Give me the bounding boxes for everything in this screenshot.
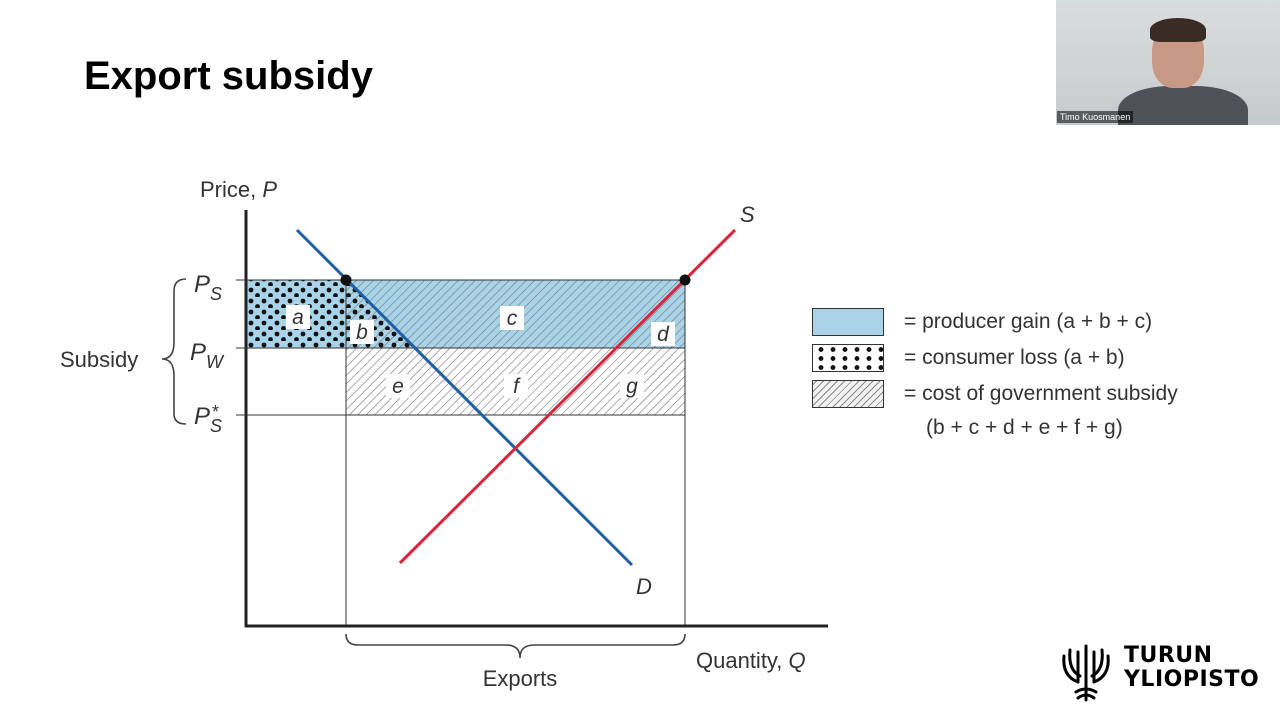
supply-label: S — [740, 202, 755, 227]
pw-label: PW — [190, 339, 225, 372]
svg-text:a: a — [292, 306, 304, 329]
y-axis-title: Price, P — [200, 177, 277, 202]
supply-at-ps-point — [679, 274, 691, 286]
ps-star-label: PS — [194, 403, 222, 436]
area-label-c: c — [500, 306, 524, 330]
consumer-loss-swatch — [812, 344, 884, 372]
subsidy-label: Subsidy — [60, 347, 138, 372]
producer-gain-text: = producer gain (a + b + c) — [904, 310, 1153, 333]
demand-curve — [295, 228, 634, 567]
presenter-body — [1118, 86, 1248, 125]
demand-at-ps-point — [340, 274, 352, 286]
presenter-video-tile[interactable]: Timo Kuosmanen — [1056, 0, 1280, 125]
university-emblem-icon — [1062, 644, 1110, 702]
area-label-f: f — [504, 374, 528, 398]
legend-subsidy-cost: = cost of government subsidy (b + c + d … — [812, 380, 1252, 439]
area-label-b: b — [350, 320, 374, 344]
subsidy-cost-text-line2: (b + c + d + e + f + g) — [926, 416, 1123, 439]
university-logo: TURUN YLIOPISTO — [1058, 640, 1259, 706]
subsidy-brace — [161, 278, 187, 425]
subsidy-cost-swatch — [812, 380, 884, 408]
exports-label: Exports — [483, 666, 558, 691]
subsidy-cost-text: = cost of government subsidy — [904, 382, 1178, 405]
svg-text:f: f — [513, 375, 521, 398]
slide-title: Export subsidy — [84, 54, 373, 98]
supply-curve — [398, 228, 737, 565]
area-label-e: e — [386, 374, 410, 398]
producer-gain-swatch — [812, 308, 884, 336]
consumer-loss-text: = consumer loss (a + b) — [904, 346, 1125, 369]
svg-text:d: d — [657, 323, 670, 346]
legend-producer-gain: = producer gain (a + b + c) — [812, 308, 1252, 344]
ps-star-asterisk: * — [212, 402, 219, 422]
area-label-d: d — [651, 322, 675, 346]
demand-label: D — [636, 574, 652, 599]
svg-text:e: e — [392, 375, 404, 398]
presenter-hair — [1150, 18, 1206, 42]
svg-text:b: b — [356, 321, 368, 344]
legend: = producer gain (a + b + c) = consumer l… — [812, 308, 1252, 439]
svg-text:g: g — [626, 375, 638, 398]
x-axis-title: Quantity, Q — [696, 648, 806, 673]
area-label-g: g — [620, 374, 644, 398]
svg-text:c: c — [507, 307, 518, 330]
area-label-a: a — [286, 305, 310, 329]
logo-line-2: YLIOPISTO — [1124, 667, 1260, 692]
legend-consumer-loss: = consumer loss (a + b) — [812, 344, 1252, 380]
university-name: TURUN YLIOPISTO — [1124, 644, 1259, 692]
ps-label: PS — [194, 271, 222, 304]
logo-line-1: TURUN — [1124, 643, 1213, 668]
exports-brace — [345, 633, 686, 659]
presenter-name: Timo Kuosmanen — [1057, 111, 1134, 123]
